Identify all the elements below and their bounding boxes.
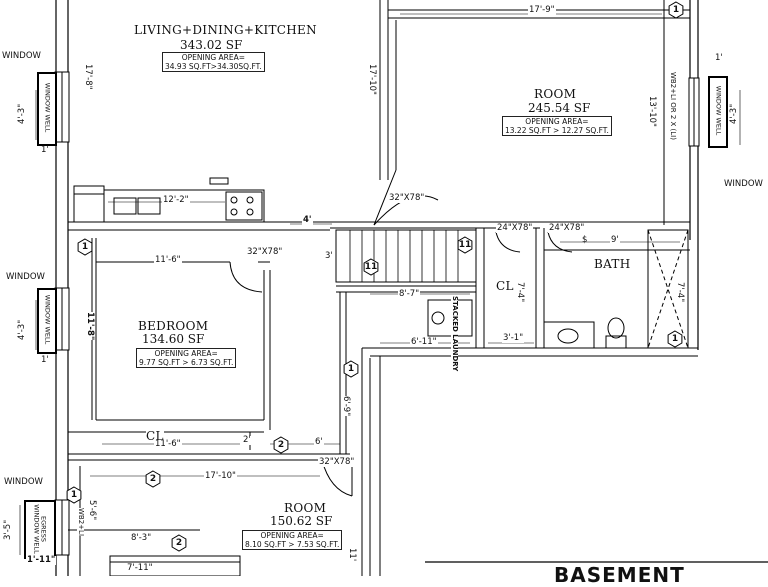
egress-window-well: EGRESS WINDOW WELL — [24, 500, 56, 559]
tag-2-bottom: 2 — [175, 538, 183, 548]
dim-5-6: 5'-6" — [87, 500, 97, 521]
bath-name: BATH — [594, 257, 631, 271]
window-well-1: WINDOW WELL — [37, 72, 57, 146]
tag-2-lower: 2 — [149, 474, 157, 484]
dim-wb-bottom: WB2+LI — [77, 508, 85, 537]
dim-6-9: 6'-9" — [341, 396, 351, 417]
bedroom-opening-label: OPENING AREA= — [154, 349, 218, 358]
tag-hexagon — [273, 436, 289, 454]
dim-4-3-left-top: 4'-3" — [17, 103, 27, 124]
tag-1-bath: 1 — [671, 334, 679, 344]
window-well-3-text: WINDOW WELL — [714, 85, 723, 136]
tag-hexagon — [343, 360, 359, 378]
living-room-name: LIVING+DINING+KITCHEN — [134, 23, 317, 37]
room-bottom-area: 150.62 SF — [270, 514, 333, 528]
dim-1-11: 1'-11" — [26, 555, 57, 565]
dim-17-10-bottom: 17'-10" — [204, 471, 237, 481]
window-well-1-text: WINDOW WELL — [43, 82, 52, 133]
window-label-2: WINDOW — [6, 272, 45, 282]
closet-main-name: CL — [496, 279, 514, 293]
window-label-4: WINDOW — [724, 179, 763, 189]
tag-1-left-bottom: 1 — [70, 490, 78, 500]
dim-4-3-left-mid: 4'-3" — [17, 319, 27, 340]
dim-12-2: 12'-2" — [162, 195, 190, 205]
stacked-laundry-label: STACKED LAUNDRY — [451, 296, 459, 372]
dim-17-8: 17'-8" — [83, 64, 93, 90]
dim-17-9: 17'-9" — [528, 5, 556, 15]
dim-3-5: 3'-5" — [3, 519, 13, 540]
room-bottom-name: ROOM — [284, 501, 327, 515]
window-well-2: WINDOW WELL — [37, 288, 57, 354]
living-opening-label: OPENING AREA= — [181, 53, 246, 62]
window-well-3: WINDOW WELL — [708, 76, 728, 148]
bedroom-opening-box: OPENING AREA= 9.77 SQ.FT > 6.73 SQ.FT. — [136, 348, 237, 368]
bedroom-area: 134.60 SF — [142, 332, 205, 346]
dim-1-right: 1' — [714, 53, 724, 63]
dim-7-11: 7'-11" — [126, 563, 154, 573]
dim-6-11: 6'-11" — [410, 337, 438, 347]
tag-hexagon — [66, 486, 82, 504]
room-bottom-opening-box: OPENING AREA= 8.10 SQ.FT > 7.53 SQ.FT. — [242, 530, 343, 550]
window-label-3: WINDOW — [4, 477, 43, 487]
tag-hexagon — [667, 330, 683, 348]
room-top-name: ROOM — [534, 87, 577, 101]
dim-11-6-top: 11'-6" — [154, 255, 182, 265]
dim-wb-top: WB2+LI OR 2 X (LI) — [669, 72, 677, 140]
dim-11-8: 11'-8" — [85, 312, 95, 341]
dim-8-7: 8'-7" — [398, 289, 421, 299]
dim-1-left-top: 1' — [40, 145, 50, 155]
room-top-opening-box: OPENING AREA= 13.22 SQ.FT > 12.27 SQ.FT. — [502, 116, 612, 136]
bedroom-opening-value: 9.77 SQ.FT > 6.73 SQ.FT. — [139, 358, 234, 367]
dim-1-left-mid: 1' — [40, 355, 50, 365]
dim-door-bath: 24"X78" — [548, 223, 586, 233]
tag-11-stairs-b: 11 — [458, 240, 472, 250]
tag-1-bedroom: 1 — [81, 242, 89, 252]
room-bottom-opening-label: OPENING AREA= — [260, 531, 324, 540]
smoke-detector-symbol-1: $ — [582, 235, 588, 245]
bedroom-name: BEDROOM — [138, 319, 209, 333]
tag-1-top-right: 1 — [672, 5, 680, 15]
tag-hexagon — [171, 534, 187, 552]
dim-door-bedroom: 32"X78" — [246, 247, 284, 257]
dim-13-10: 13'-10" — [647, 96, 657, 127]
dim-11: 11' — [347, 548, 357, 562]
dim-7-4-bath: 7'-4" — [675, 282, 685, 303]
window-well-2-text: WINDOW WELL — [43, 294, 52, 345]
dim-door-lower: 32"X78" — [318, 457, 356, 467]
dim-6: 6' — [314, 437, 324, 447]
living-opening-box: OPENING AREA= 34.93 SQ.FT>34.30SQ.FT. — [162, 52, 265, 72]
dim-2: 2' — [242, 435, 252, 445]
dim-17-10-top: 17'-10" — [367, 64, 377, 95]
dim-4: 4' — [302, 215, 313, 225]
tag-hexagon — [363, 258, 379, 276]
dim-7-4-closet: 7'-4" — [515, 282, 525, 303]
room-top-area: 245.54 SF — [528, 101, 591, 115]
window-label-1: WINDOW — [2, 51, 41, 61]
tag-hexagon — [457, 236, 473, 254]
room-top-opening-label: OPENING AREA= — [525, 117, 589, 126]
dim-9: 9' — [610, 235, 620, 245]
living-opening-value: 34.93 SQ.FT>34.30SQ.FT. — [165, 62, 262, 71]
room-top-opening-value: 13.22 SQ.FT > 12.27 SQ.FT. — [505, 126, 609, 135]
tag-hexagon — [77, 238, 93, 256]
tag-2-corridor: 2 — [277, 440, 285, 450]
tag-hexagon — [145, 470, 161, 488]
room-bottom-opening-value: 8.10 SQ.FT > 7.53 SQ.FT. — [245, 540, 340, 549]
closet-bedroom-name: CL — [146, 429, 164, 443]
dim-3: 3' — [324, 251, 334, 261]
basement-title: BASEMENT — [554, 563, 685, 587]
dim-door-top-room: 32"X78" — [388, 193, 426, 203]
tag-hexagon — [668, 1, 684, 19]
dim-4-3-right: 4'-3" — [729, 103, 739, 124]
dim-door-closet: 24"X78" — [496, 223, 534, 233]
dim-3-1: 3'-1" — [502, 333, 525, 343]
tag-11-stairs-a: 11 — [364, 262, 378, 272]
tag-1-corridor: 1 — [347, 364, 355, 374]
living-room-area: 343.02 SF — [180, 38, 243, 52]
dim-11-6-bottom: 11'-6" — [154, 439, 182, 449]
dim-8-3: 8'-3" — [130, 533, 153, 543]
egress-window-well-text: EGRESS WINDOW WELL — [32, 504, 48, 554]
